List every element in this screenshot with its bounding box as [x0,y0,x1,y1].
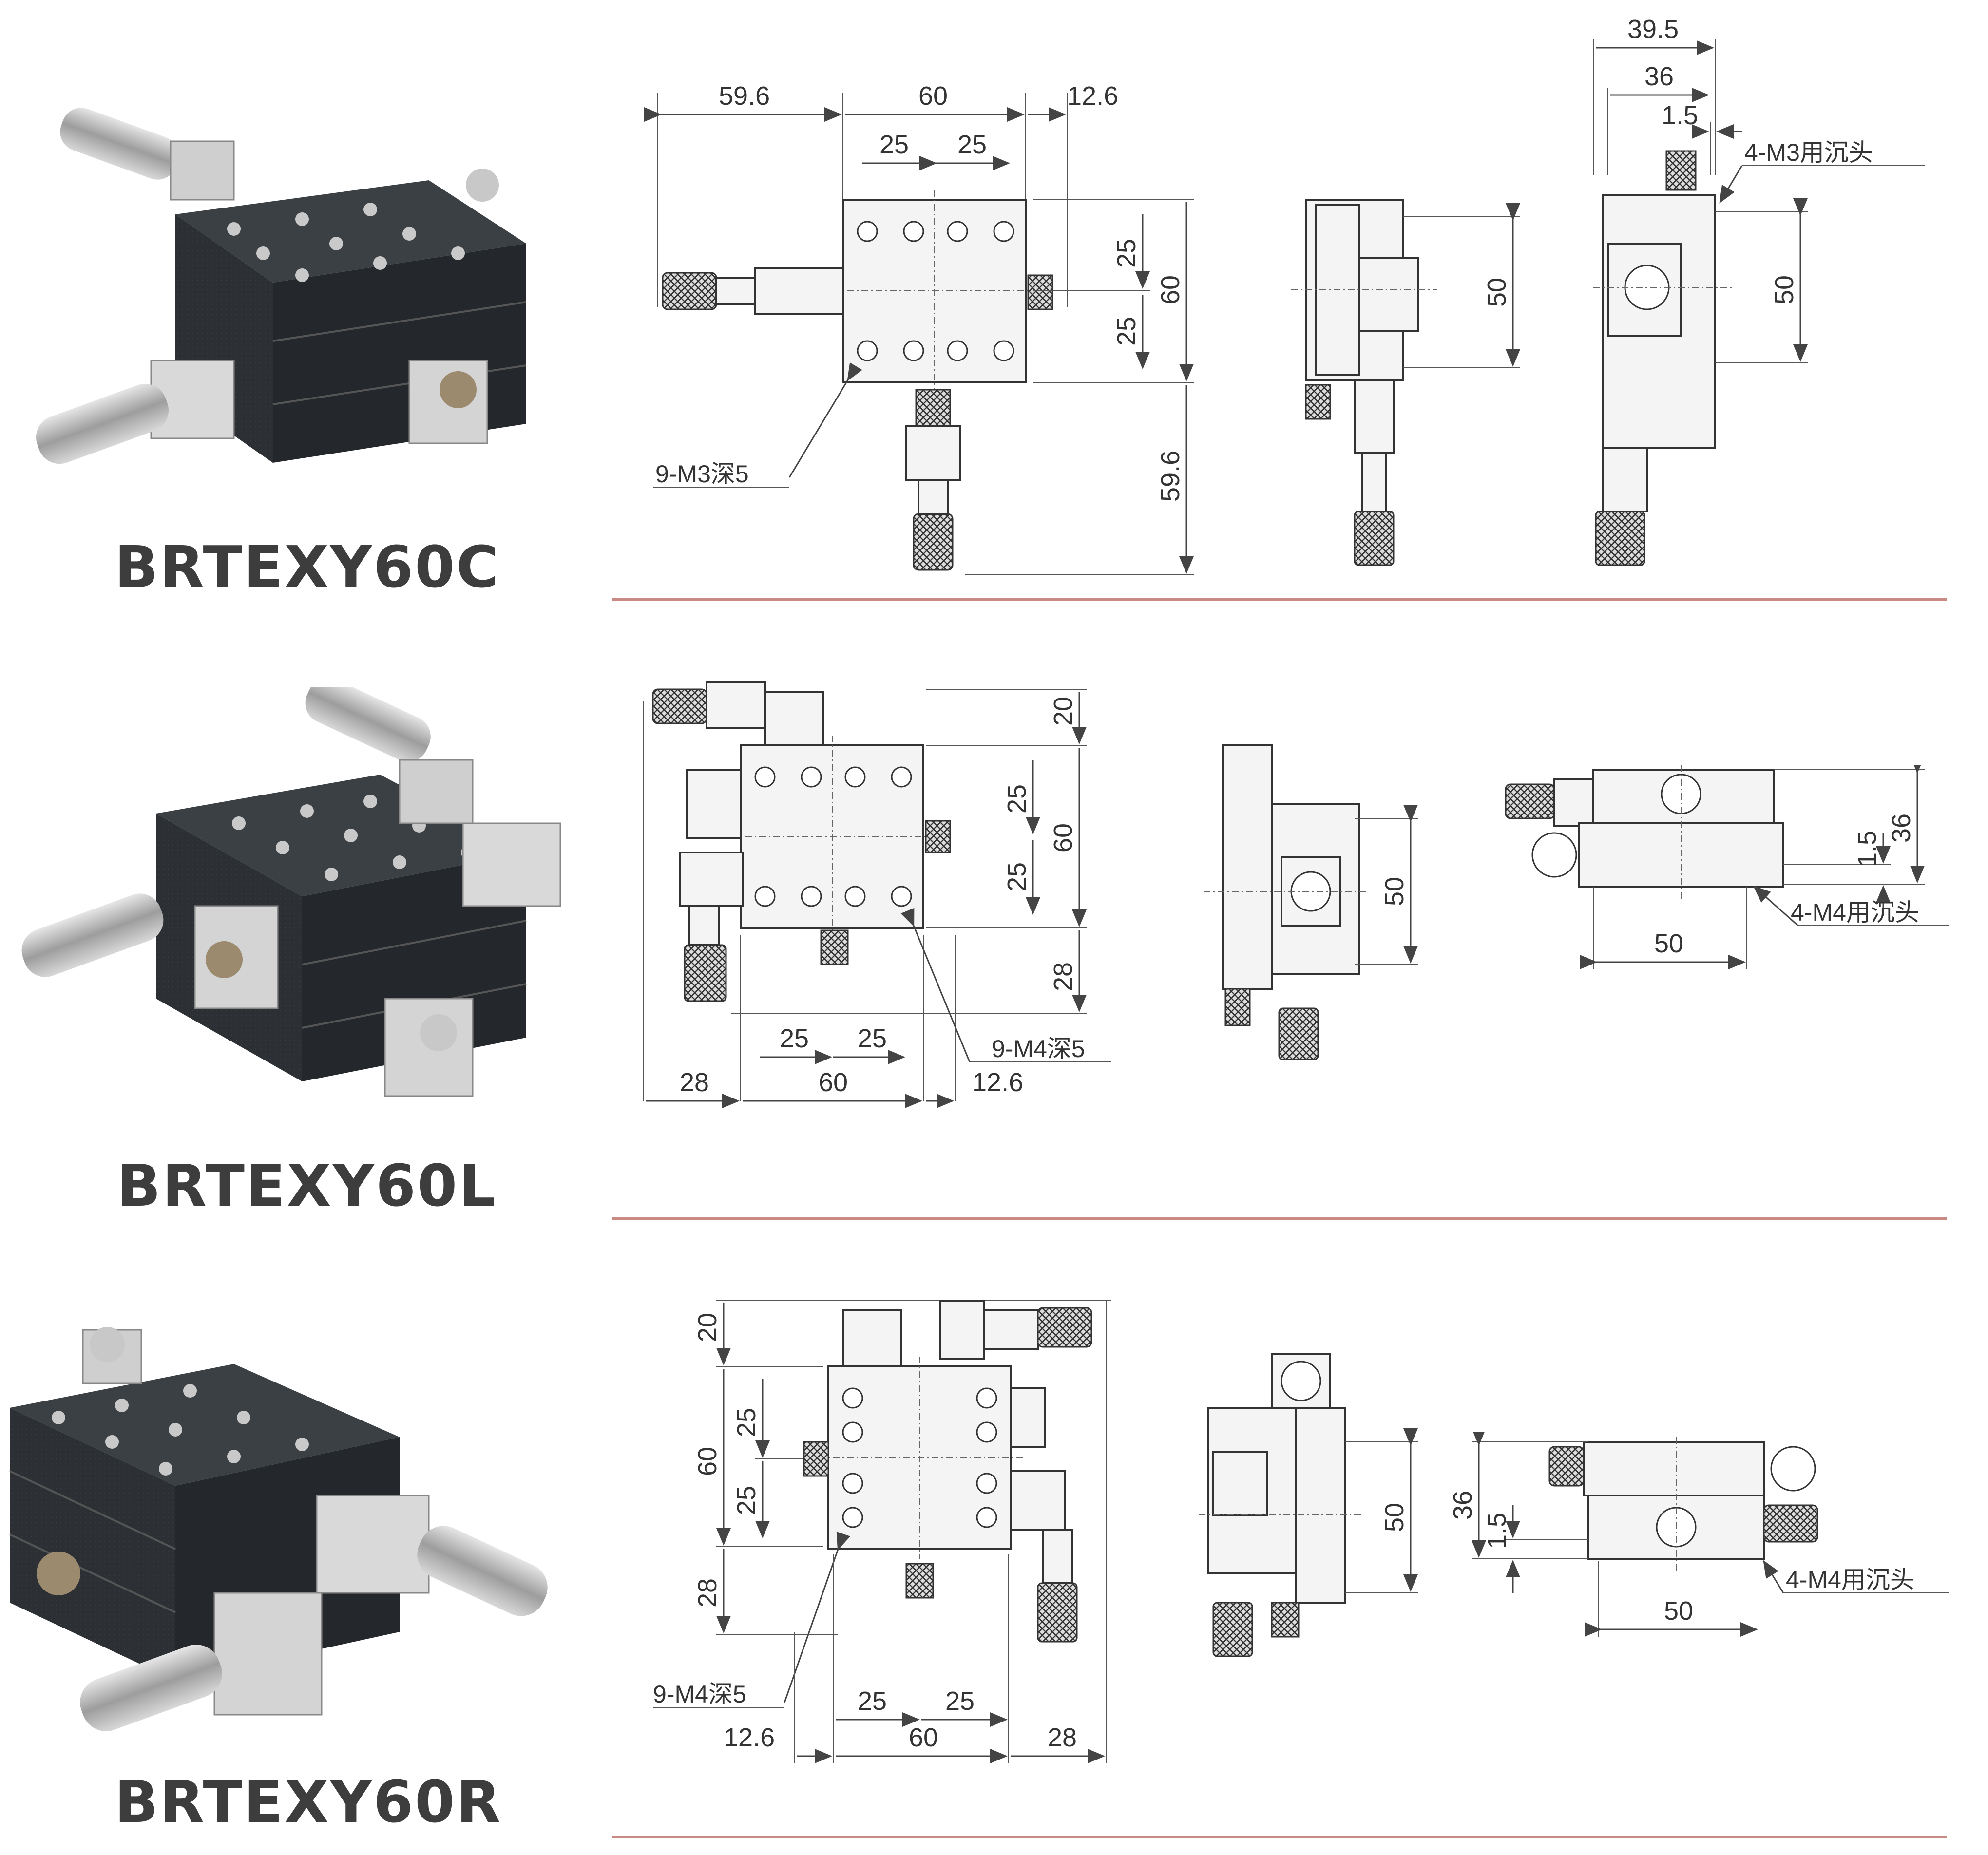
dim-label: 60 [693,1447,722,1476]
dim-label: 60 [819,1068,848,1097]
dim-label: 50 [1664,1596,1693,1626]
dim-label: 39.5 [1627,15,1679,44]
dim-label: 59.6 [1156,451,1185,502]
model-row-1: BRTEXY60C 59.6 60 12.6 25 25 [0,0,1988,619]
end-view-drawing-3: 36 1.5 50 4-M4用沉头 [1448,1432,1949,1637]
product-photo-2 [21,687,561,1097]
dim-label: 12.6 [1067,81,1118,111]
dim-label: 25 [879,130,909,159]
side-view-drawing-2: 50 [1204,744,1418,1060]
dim-label: 25 [732,1408,761,1437]
section-divider [612,598,1947,601]
callout-label: 4-M4用沉头 [1791,899,1919,926]
top-view-drawing-2: 20 25 60 25 28 25 25 28 60 12.6 9-M4深5 [643,681,1111,1108]
dim-label: 36 [1887,814,1916,843]
end-view-drawing-1: 39.5 36 1.5 4-M3用沉头 50 [1593,15,1925,566]
dim-label: 25 [957,130,987,159]
product-photo-1 [36,108,527,464]
dim-label: 50 [1654,929,1683,958]
top-view-drawing-3: 20 60 25 25 28 9-M4深5 25 25 [653,1300,1111,1763]
model-row-3: BRTEXY60R 20 60 25 25 28 [0,1237,1988,1855]
model-row-2: BRTEXY60L 20 25 [0,619,1988,1237]
callout-label: 9-M4深5 [992,1035,1085,1062]
model-name: BRTEXY60C [115,533,500,601]
dim-label: 1.5 [1853,831,1882,867]
dim-label: 28 [693,1578,722,1608]
dim-label: 60 [1049,823,1078,852]
section-divider [612,1836,1947,1838]
side-view-drawing-1: 50 [1291,199,1520,566]
dim-label: 1.5 [1662,101,1698,130]
dim-label: 25 [1112,239,1141,268]
dim-label: 25 [732,1486,761,1515]
dim-label: 60 [918,81,948,111]
dim-label: 50 [1770,275,1799,304]
dim-label: 12.6 [972,1068,1023,1097]
dim-label: 28 [1048,1723,1077,1752]
dim-label: 50 [1380,1503,1409,1532]
dim-label: 1.5 [1482,1513,1511,1549]
dim-label: 25 [945,1686,975,1716]
dim-label: 20 [1049,697,1078,726]
dim-label: 50 [1380,877,1409,906]
dim-label: 28 [1049,962,1078,991]
dim-label: 25 [1002,784,1032,814]
end-view-drawing-2: 36 1.5 50 4-M4用沉头 [1505,765,1949,969]
dim-label: 28 [680,1068,709,1097]
dim-label: 25 [780,1024,809,1053]
dim-label: 25 [1002,862,1032,891]
dim-label: 20 [693,1313,722,1342]
callout-label: 4-M4用沉头 [1786,1566,1914,1593]
dim-label: 25 [858,1024,887,1053]
top-view-drawing-1: 59.6 60 12.6 25 25 25 [644,81,1194,575]
dim-label: 60 [1156,275,1185,304]
callout-label: 9-M4深5 [653,1681,746,1708]
dim-label: 12.6 [724,1723,775,1752]
dim-label: 36 [1448,1491,1477,1520]
dim-label: 36 [1644,62,1674,91]
model-name: BRTEXY60R [115,1768,502,1836]
section-divider [612,1217,1947,1220]
dim-label: 60 [909,1723,938,1752]
dim-label: 25 [1112,317,1141,346]
dim-label: 59.6 [719,81,770,111]
callout-label: 4-M3用沉头 [1744,139,1873,166]
product-photo-3 [9,1327,548,1731]
callout-label: 9-M3深5 [655,460,749,488]
dim-label: 25 [858,1686,887,1716]
side-view-drawing-3: 50 [1199,1353,1418,1657]
model-name: BRTEXY60L [117,1152,497,1219]
dim-label: 50 [1482,278,1511,307]
